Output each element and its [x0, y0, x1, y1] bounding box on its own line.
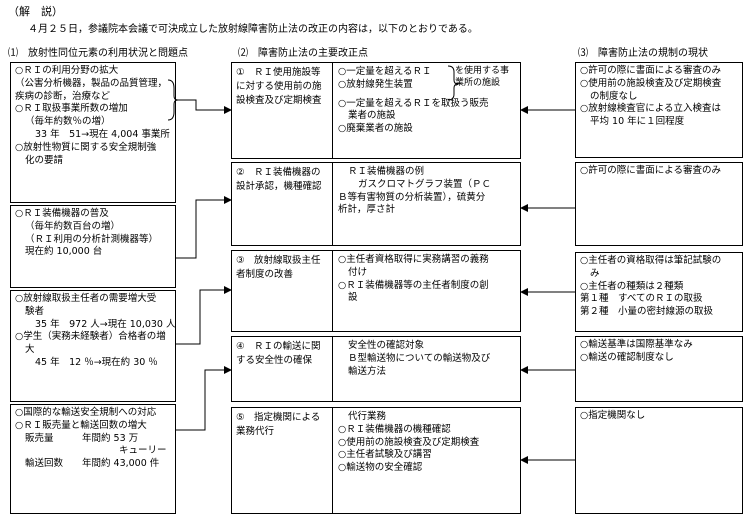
row-content: 代行業務 ○ＲＩ装備機器の機種確認 ○使用前の施設検査及び定期検査 ○主任者試験…: [338, 411, 516, 475]
text-line: （毎年約数％の増）: [25, 116, 111, 128]
text-line: （毎年約数百台の増）: [25, 220, 121, 232]
row-label: ② ＲＩ装備機器の設計承認，機種確認: [236, 167, 322, 192]
col3-box-2: ○許可の際に書面による審査のみ: [575, 162, 743, 246]
text-line: 大: [25, 344, 35, 356]
text-line: ○主任者の種類は２種類: [580, 280, 684, 292]
text-line: 験者: [25, 305, 45, 317]
connector-arrow: [176, 99, 232, 114]
text-line: ○許可の際に書面による審査のみ: [580, 65, 722, 76]
text-line: ○使用前の施設検査及び定期検査: [580, 77, 722, 89]
text-line: 設: [348, 292, 358, 304]
text-line: Ｂ型輸送物についての輸送物及び: [348, 352, 491, 364]
text-line: 付け: [348, 266, 368, 278]
col1-box-3: ○放射線取扱主任者の需要増大受 験者 35 年 972 人→現在 10,030 …: [10, 290, 176, 402]
col2-row-1: ① ＲＩ使用施設等に対する使用前の施設検査及び定期検査 ○一定量を超えるＲＩ ○…: [231, 62, 521, 159]
text-line: ○一定量を超えるＲＩ: [338, 66, 432, 77]
text-line: 疾病の診断，治療など: [15, 90, 111, 102]
text-line: ○使用前の施設検査及び定期検査: [338, 436, 480, 448]
text-line: 代行業務: [348, 411, 387, 422]
row-divider: [332, 163, 333, 245]
col2-heading: ⑵ 障害防止法の主要改正点: [238, 48, 368, 59]
text-line: 化の要請: [25, 154, 64, 166]
row-content: ＲＩ装備機器の例 ガスクロマトグラフ装置（ＰＣ Ｂ等有害物質の分析装置），硫黄分…: [338, 166, 516, 217]
text-line: ○廃棄業者の施設: [338, 123, 413, 135]
col2-row-4: ④ ＲＩの輸送に関する安全性の確保 安全性の確認対象 Ｂ型輸送物についての輸送物…: [231, 336, 521, 402]
row-content: ○一定量を超えるＲＩ ○放射線発生装置 ○一定量を超えるＲＩを取扱う販売 業者の…: [338, 66, 516, 136]
row-divider: [332, 408, 333, 513]
connector-arrow: [176, 366, 232, 431]
text-line: 輸送回数 年間約 43,000 件: [25, 458, 160, 470]
text-line: ○許可の際に書面による審査のみ: [580, 165, 722, 176]
text-line: ＲＩ装備機器の例: [348, 166, 425, 177]
text-line: （公害分析機器，製品の品質管理，: [15, 77, 168, 89]
text-line: ○主任者試験及び講習: [338, 449, 432, 461]
text-line: 33 年 51→現在 4,004 事業所: [35, 129, 170, 141]
text-line: み: [590, 267, 600, 279]
row-label: ① ＲＩ使用施設等に対する使用前の施設検査及び定期検査: [236, 67, 322, 106]
text-line: ○放射線発生装置: [338, 78, 413, 90]
text-line: キューリー: [119, 445, 167, 457]
text-line: ○放射線取扱主任者の需要増大受: [15, 293, 157, 304]
text-line: ○主任者の資格取得は筆記試験の: [580, 255, 722, 266]
text-line: ○放射線検査官による立入検査は: [580, 103, 722, 115]
brace-note: を使用する事業所の施設: [455, 66, 510, 88]
row-divider: [332, 251, 333, 331]
col1-box-4: ○国際的な輸送安全規制への対応 ○ＲＩ販売量と輸送回数の増大 販売量 年間約 5…: [10, 404, 176, 514]
connector-arrow: [176, 196, 232, 259]
text-line: 45 年 12 ％→現在約 30 ％: [35, 357, 158, 369]
col1-heading: ⑴ 放射性同位元素の利用状況と問題点: [8, 48, 188, 59]
text-line: ○輸送物の安全確認: [338, 462, 423, 474]
text-line: （ＲＩ利用の分析計測機器等）: [25, 233, 159, 245]
col1-box-2: ○ＲＩ装備機器の普及 （毎年約数百台の増） （ＲＩ利用の分析計測機器等） 現在約…: [10, 205, 176, 288]
brace-icon: [447, 65, 459, 101]
text-line: ○ＲＩ装備機器の普及: [15, 208, 109, 219]
col3-box-3: ○主任者の資格取得は筆記試験の み ○主任者の種類は２種類 第１種 すべてのＲＩ…: [575, 252, 743, 332]
col3-heading: ⑶ 障害防止法の規制の現状: [578, 48, 708, 59]
col2-row-2: ② ＲＩ装備機器の設計承認，機種確認 ＲＩ装備機器の例 ガスクロマトグラフ装置（…: [231, 162, 521, 246]
document-title: （解 説）: [8, 5, 63, 18]
col1-box-1: ○ＲＩの利用分野の拡大 （公害分析機器，製品の品質管理， 疾病の診断，治療など …: [10, 62, 176, 203]
text-line: ○ＲＩの利用分野の拡大: [15, 65, 119, 76]
text-line: 第１種 すべてのＲＩの取扱: [580, 293, 703, 305]
text-line: ○一定量を超えるＲＩを取扱う販売: [338, 97, 489, 109]
text-line: の制度なし: [590, 90, 638, 102]
row-label: ③ 放射線取扱主任者制度の改善: [236, 255, 321, 280]
text-line: 輸送方法: [348, 365, 387, 377]
text-line: ○国際的な輸送安全規制への対応: [15, 407, 157, 418]
text-line: 平均 10 年に１回程度: [590, 116, 685, 128]
text-line: 35 年 972 人→現在 10,030 人: [35, 318, 176, 330]
text-line: 業者の施設: [348, 110, 396, 122]
intro-text: ４月２５日，参議院本会議で可決成立した放射線障害防止法の改正の内容は，以下のとお…: [28, 24, 478, 35]
row-divider: [332, 63, 333, 158]
row-content: 安全性の確認対象 Ｂ型輸送物についての輸送物及び 輸送方法: [338, 340, 516, 378]
row-divider: [332, 337, 333, 401]
row-label: ⑤ 指定機関による業務代行: [236, 412, 321, 437]
text-line: Ｂ等有害物質の分析装置），硫黄分: [338, 191, 486, 203]
text-line: ○主任者資格取得に実務講習の義務: [338, 254, 489, 265]
col2-row-5: ⑤ 指定機関による業務代行 代行業務 ○ＲＩ装備機器の機種確認 ○使用前の施設検…: [231, 407, 521, 514]
text-line: ○指定機関なし: [580, 410, 646, 421]
col3-box-5: ○指定機関なし: [575, 407, 743, 514]
col2-row-3: ③ 放射線取扱主任者制度の改善 ○主任者資格取得に実務講習の義務 付け ○ＲＩ装…: [231, 250, 521, 332]
col3-box-4: ○輸送基準は国際基準なみ ○輸送の確認制度なし: [575, 336, 743, 402]
col3-box-1: ○許可の際に書面による審査のみ ○使用前の施設検査及び定期検査 の制度なし ○放…: [575, 62, 743, 158]
row-label: ④ ＲＩの輸送に関する安全性の確保: [236, 341, 321, 366]
text-line: 安全性の確認対象: [348, 340, 425, 351]
text-line: ○輸送基準は国際基準なみ: [580, 339, 693, 350]
text-line: ○放射性物質に関する安全規制強: [15, 141, 157, 153]
text-line: 析計，厚さ計: [338, 204, 396, 216]
text-line: ○ＲＩ取扱事業所数の増加: [15, 103, 128, 115]
text-line: 第２種 小量の密封線源の取扱: [580, 306, 714, 318]
text-line: 現在約 10,000 台: [25, 246, 103, 258]
connector-arrow: [176, 286, 232, 345]
text-line: ○ＲＩ販売量と輸送回数の増大: [15, 419, 147, 431]
text-line: ガスクロマトグラフ装置（ＰＣ: [358, 178, 492, 190]
text-line: ○学生（実務未経験者）合格者の増: [15, 331, 166, 343]
text-line: ○ＲＩ装備機器の機種確認: [338, 423, 451, 435]
text-line: ○ＲＩ装備機器等の主任者制度の創: [338, 279, 489, 291]
text-line: 販売量 年間約 53 万: [25, 432, 139, 444]
row-content: ○主任者資格取得に実務講習の義務 付け ○ＲＩ装備機器等の主任者制度の創 設: [338, 254, 516, 305]
text-line: ○輸送の確認制度なし: [580, 351, 674, 363]
